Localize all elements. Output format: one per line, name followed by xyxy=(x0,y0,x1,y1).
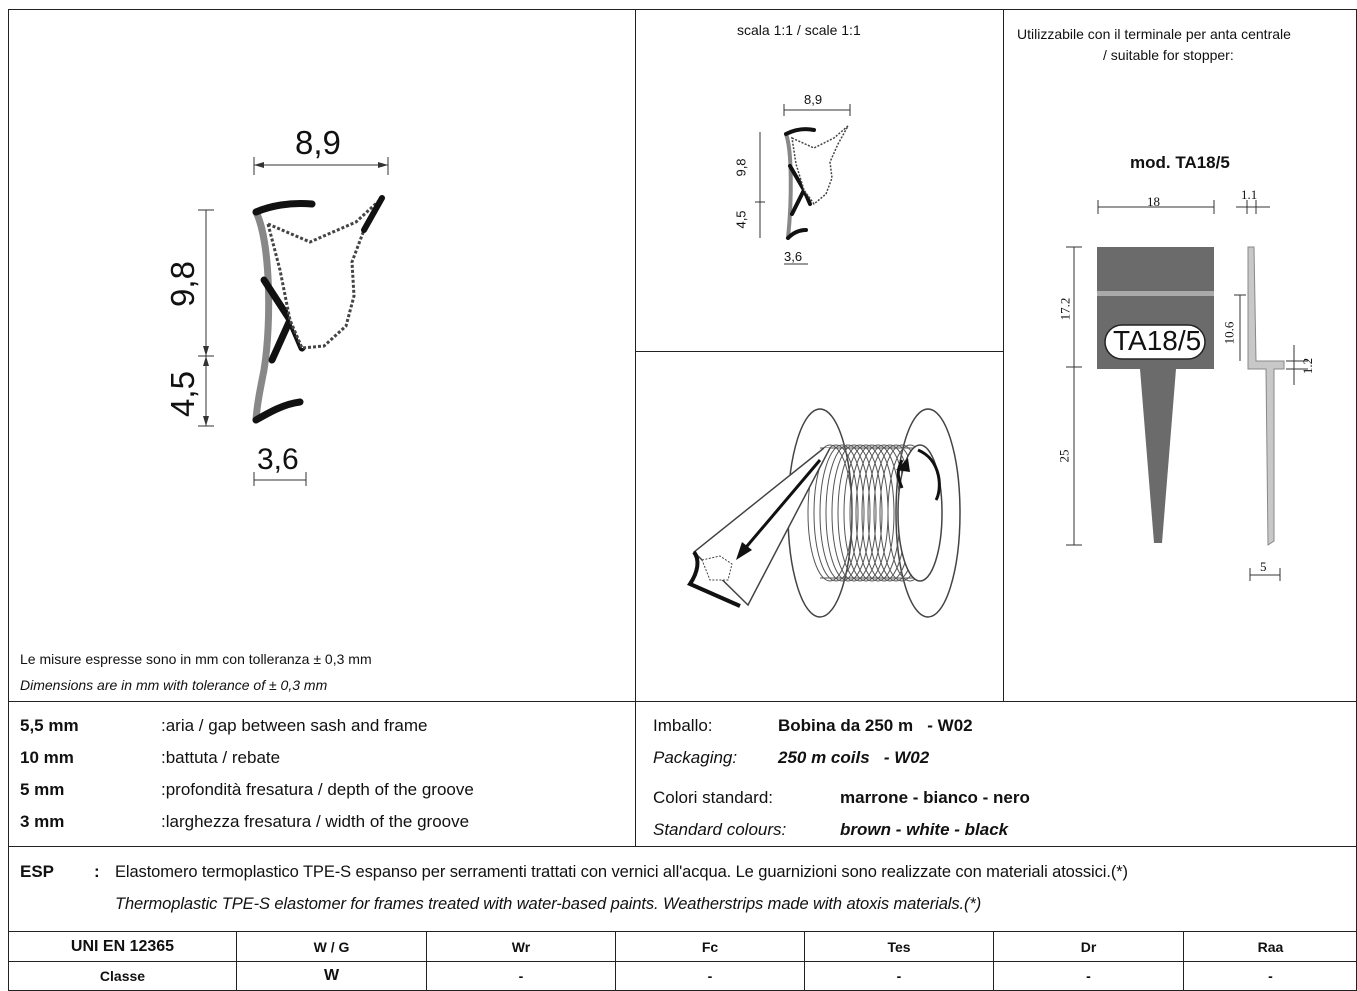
stopper-title-line1: Utilizzabile con il terminale per anta c… xyxy=(1017,26,1291,42)
divider-mid xyxy=(635,351,1004,352)
header-wg: W / G xyxy=(237,932,427,962)
header-fc: Fc xyxy=(616,932,805,962)
divider-col1 xyxy=(635,9,636,846)
dim-height-upper-large: 9,8 xyxy=(164,261,202,307)
tolerance-note-it: Le misure espresse sono in mm con toller… xyxy=(20,651,372,667)
spec-value-gap: 5,5 mm xyxy=(20,716,79,736)
cell-tes: - xyxy=(805,962,994,991)
stopper-label: TA18/5 xyxy=(1113,325,1201,357)
stopper-title-line2: / suitable for stopper: xyxy=(1103,47,1234,63)
packaging-value-en: 250 m coils - W02 xyxy=(778,748,929,768)
stopper-dim-step: 1.2 xyxy=(1300,358,1316,374)
colours-value-it: marrone - bianco - nero xyxy=(840,788,1030,808)
spec-desc-rebate: :battuta / rebate xyxy=(161,748,280,768)
colours-value-en: brown - white - black xyxy=(840,820,1008,840)
stopper-dim-inner-height: 10.6 xyxy=(1221,322,1237,345)
dim-width-large: 8,9 xyxy=(295,124,341,162)
cell-wr: - xyxy=(427,962,616,991)
material-desc-it: Elastomero termoplastico TPE-S espanso p… xyxy=(115,863,1128,882)
spec-value-groove-depth: 5 mm xyxy=(20,780,64,800)
spec-value-groove-width: 3 mm xyxy=(20,812,64,832)
material-desc-en: Thermoplastic TPE-S elastomer for frames… xyxy=(115,895,981,914)
dim-height-upper-small: 9,8 xyxy=(734,158,749,176)
stopper-dim-width: 18 xyxy=(1147,194,1160,210)
header-wr: Wr xyxy=(427,932,616,962)
border-top xyxy=(8,9,1357,10)
header-dr: Dr xyxy=(994,932,1184,962)
material-code: ESP xyxy=(20,862,54,882)
divider-row2 xyxy=(8,846,1357,847)
table-header-row: UNI EN 12365 W / G Wr Fc Tes Dr Raa xyxy=(9,932,1357,962)
stopper-dim-thickness: 1.1 xyxy=(1241,187,1257,203)
material-colon: : xyxy=(94,862,100,882)
classification-table: UNI EN 12365 W / G Wr Fc Tes Dr Raa Clas… xyxy=(8,931,1357,991)
spec-desc-groove-width: :larghezza fresatura / width of the groo… xyxy=(161,812,469,832)
dim-height-lower-small: 4,5 xyxy=(734,210,749,228)
divider-row1 xyxy=(8,701,1357,702)
dim-height-lower-large: 4,5 xyxy=(164,371,202,417)
stopper-dim-tail-width: 5 xyxy=(1260,559,1267,575)
border-left xyxy=(8,9,9,990)
divider-col2 xyxy=(1003,9,1004,701)
table-row: Classe W - - - - - xyxy=(9,962,1357,991)
packaging-value-it: Bobina da 250 m - W02 xyxy=(778,716,973,736)
cell-fc: - xyxy=(616,962,805,991)
spec-desc-gap: :aria / gap between sash and frame xyxy=(161,716,428,736)
spec-value-rebate: 10 mm xyxy=(20,748,74,768)
stopper-model: mod. TA18/5 xyxy=(1130,153,1230,173)
header-standard: UNI EN 12365 xyxy=(9,932,237,962)
packaging-label-it: Imballo: xyxy=(653,716,713,736)
row-label-classe: Classe xyxy=(9,962,237,991)
cell-raa: - xyxy=(1184,962,1357,991)
dim-width-small: 8,9 xyxy=(804,92,822,107)
colours-label-it: Colori standard: xyxy=(653,788,773,808)
header-raa: Raa xyxy=(1184,932,1357,962)
stopper-dim-head-height: 17.2 xyxy=(1057,298,1073,321)
stopper-dim-tail-length: 25 xyxy=(1057,450,1073,463)
colours-label-en: Standard colours: xyxy=(653,820,786,840)
dim-base-small: 3,6 xyxy=(784,249,802,264)
packaging-label-en: Packaging: xyxy=(653,748,737,768)
cell-dr: - xyxy=(994,962,1184,991)
tolerance-note-en: Dimensions are in mm with tolerance of ±… xyxy=(20,677,327,693)
spec-desc-groove-depth: :profondità fresatura / depth of the gro… xyxy=(161,780,474,800)
coil-drawing xyxy=(680,400,980,630)
header-tes: Tes xyxy=(805,932,994,962)
scale-title: scala 1:1 / scale 1:1 xyxy=(737,22,861,38)
stopper-drawing xyxy=(1050,185,1340,585)
dim-base-large: 3,6 xyxy=(257,443,299,477)
cell-wg: W xyxy=(237,962,427,991)
